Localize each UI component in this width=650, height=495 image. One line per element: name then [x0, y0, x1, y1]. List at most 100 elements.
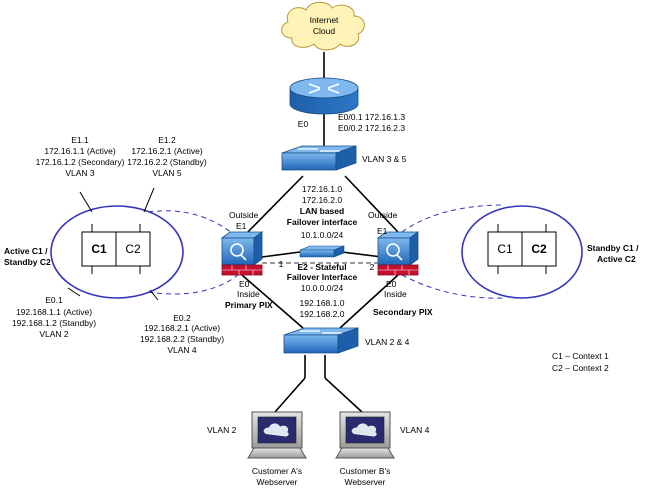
left-context-group: C1 C2 Active C1 / Standby C2: [4, 205, 184, 299]
primary-pix-brick-lines: [222, 265, 262, 275]
e02-ip2: 192.168.2.2 (Standby): [140, 334, 224, 344]
e01-name: E0.1: [45, 295, 63, 305]
secondary-inside-label: Inside: [384, 289, 407, 299]
e01-ip1: 192.168.1.1 (Active): [16, 307, 92, 317]
bottom-switch-front: [283, 334, 339, 354]
leader-e11: [79, 191, 93, 213]
lan-net-2: 172.16.2.0: [302, 195, 342, 205]
stateful-port-left: 1: [279, 259, 284, 269]
e11-ip1: 172.16.1.1 (Active): [44, 146, 116, 156]
primary-pix: Outside E1 E0 Inside Primary PIX: [220, 210, 273, 310]
server-b-name-1: Customer B's: [340, 466, 391, 476]
inside-net-2: 192.168.2.0: [300, 309, 345, 319]
cloud-label-line1: Internet: [310, 15, 339, 25]
e11-ip2: 172.16.1.2 (Secondary): [36, 157, 125, 167]
connector-left-bottom: [147, 274, 239, 295]
router-top: [289, 77, 359, 99]
e12-name: E1.2: [158, 135, 176, 145]
failover-switch: [299, 245, 345, 258]
magnifier-icon: [386, 243, 403, 261]
cloud-label-line2: Cloud: [313, 26, 335, 36]
e12-ip1: 172.16.2.1 (Active): [131, 146, 203, 156]
e02-name: E0.2: [173, 313, 191, 323]
top-switch-vlan: VLAN 3 & 5: [362, 154, 407, 164]
left-context-ellipse: [50, 205, 184, 299]
magnifier-icon: [230, 243, 247, 261]
link-primary-failover-switch: [261, 251, 301, 258]
top-switch-side: [335, 145, 357, 171]
server-b-name-2: Webserver: [345, 477, 386, 487]
server-a: VLAN 2 Customer A's Webserver: [207, 411, 307, 487]
lan-failover-subnet: 10.1.0.0/24: [301, 230, 344, 240]
link-primary-bottomswitch: [241, 274, 304, 329]
secondary-pix-front: [377, 237, 411, 266]
cloud-shape: [281, 1, 365, 51]
server-b-cloud-icon: [351, 423, 377, 437]
top-switch: VLAN 3 & 5: [281, 145, 407, 171]
right-context-ellipse: [461, 205, 583, 299]
right-context-group: C1 C2 Standby C1 / Active C2: [461, 205, 639, 299]
secondary-pix-side: [409, 231, 419, 266]
e02-labels: E0.2 192.168.2.1 (Active) 192.168.2.2 (S…: [140, 313, 224, 355]
link-topswitch-primary: [241, 175, 304, 239]
top-switch-arrows-icon: [298, 148, 340, 152]
interface-leaders: [67, 187, 159, 301]
primary-inside-port: E0: [239, 279, 250, 289]
e11-labels: E1.1 172.16.1.1 (Active) 172.16.1.2 (Sec…: [36, 135, 125, 178]
router: E0 E0/0.1 172.16.1.3 E0/0.2 172.16.2.3: [289, 77, 405, 133]
bottom-switch-vlan: VLAN 2 & 4: [365, 337, 410, 347]
top-switch-front: [281, 152, 337, 171]
link-secondary-failover-switch: [341, 251, 383, 258]
legend-c2: C2 – Context 2: [552, 363, 609, 373]
router-subif-2: E0/0.2 172.16.2.3: [338, 123, 405, 133]
right-context-c1: C1: [497, 242, 513, 256]
left-context-c2: C2: [125, 242, 141, 256]
lan-failover-labels: 172.16.1.0 172.16.2.0 LAN based Failover…: [287, 184, 358, 240]
failover-switch-side: [333, 245, 345, 258]
server-b: VLAN 4 Customer B's Webserver: [335, 411, 430, 487]
router-port: E0: [298, 119, 309, 129]
router-subif-1: E0/0.1 172.16.1.3: [338, 112, 405, 122]
right-context-c2: C2: [531, 242, 547, 256]
bottom-switch-side: [337, 327, 359, 354]
primary-inside-label: Inside: [237, 289, 260, 299]
secondary-outside-label: Outside: [368, 210, 398, 220]
stateful-port-right: 2: [370, 262, 375, 272]
right-context-stubs: [497, 224, 547, 274]
stateful-title-2: Failover Interface: [287, 272, 358, 282]
stateful-failover-labels: E2 - Stateful Failover Interface 10.0.0.…: [287, 262, 358, 293]
lan-net-1: 172.16.1.0: [302, 184, 342, 194]
right-role-line1: Standby C1 /: [587, 243, 639, 253]
leader-e02: [149, 289, 159, 301]
primary-outside-label: Outside: [229, 210, 259, 220]
server-a-vlan: VLAN 2: [207, 425, 237, 435]
e12-ip2: 172.16.2.2 (Standby): [127, 157, 207, 167]
failover-switch-front: [299, 249, 335, 258]
e12-vlan: VLAN 5: [152, 168, 182, 178]
right-role-line2: Active C2: [597, 254, 636, 264]
primary-pix-side: [253, 231, 263, 266]
e12-labels: E1.2 172.16.2.1 (Active) 172.16.2.2 (Sta…: [127, 135, 207, 178]
connector-right-bottom: [401, 274, 506, 299]
leader-e12: [143, 187, 155, 213]
primary-pix-name: Primary PIX: [225, 300, 273, 310]
left-context-stubs: [91, 224, 141, 274]
secondary-pix-brick-lines: [378, 265, 418, 275]
server-b-vlan: VLAN 4: [400, 425, 430, 435]
secondary-outside-port: E1: [377, 226, 388, 236]
link-secondary-bottomswitch: [339, 274, 399, 329]
server-a-name-1: Customer A's: [252, 466, 302, 476]
inside-net-1: 192.168.1.0: [300, 298, 345, 308]
server-a-cloud-icon: [263, 423, 289, 437]
secondary-pix-name: Secondary PIX: [373, 307, 433, 317]
lan-failover-title-2: Failover interface: [287, 217, 358, 227]
router-arrows-icon: [308, 83, 340, 94]
link-serverb-drop: [324, 377, 363, 413]
left-role-line1: Active C1 /: [4, 246, 48, 256]
primary-outside-port: E1: [236, 221, 247, 231]
bottom-switch-arrows-icon: [300, 330, 342, 334]
left-role-line2: Standby C2: [4, 257, 51, 267]
link-topswitch-secondary: [344, 175, 399, 233]
